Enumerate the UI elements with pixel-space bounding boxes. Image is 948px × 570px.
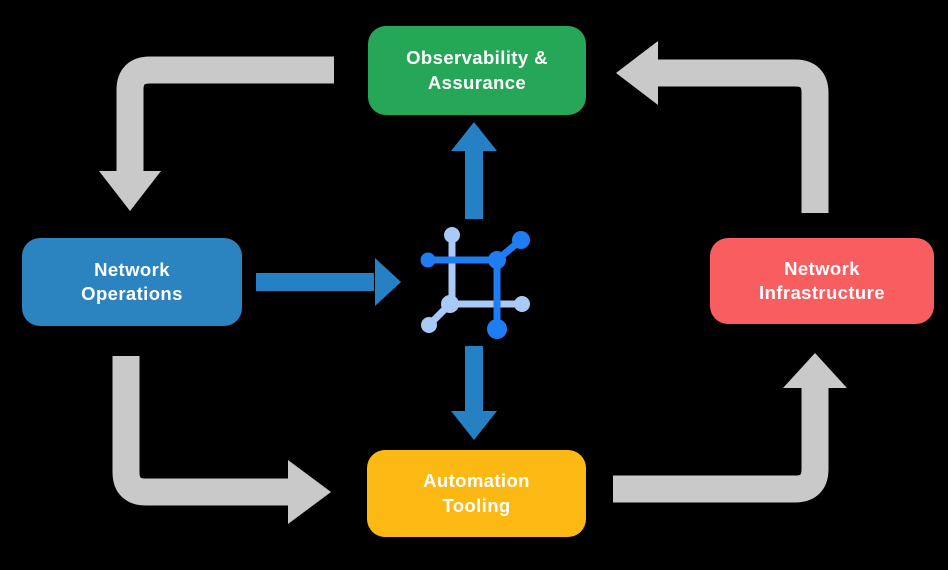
node-label-line: Tooling bbox=[442, 494, 511, 516]
node-network-infrastructure: Network Infrastructure bbox=[710, 238, 934, 324]
node-automation-tooling: Automation Tooling bbox=[367, 450, 586, 537]
arrowhead-center-to-observability bbox=[451, 122, 497, 151]
node-label-line: Automation bbox=[423, 470, 530, 492]
arrowhead-infrastructure-to-observability bbox=[616, 41, 658, 105]
arrow-automation-to-infrastructure bbox=[613, 388, 829, 503]
node-label-line: Observability & bbox=[406, 47, 548, 69]
mesh-bottomleft-corner bbox=[441, 295, 459, 313]
mesh-topright-node bbox=[512, 231, 530, 249]
arrow-infrastructure-to-observability bbox=[658, 59, 829, 213]
node-label-line: Network bbox=[94, 258, 170, 280]
node-label-line: Network bbox=[784, 257, 860, 279]
arrowhead-observability-to-operations bbox=[99, 171, 161, 211]
mesh-bottomleft-node bbox=[421, 317, 437, 333]
arrow-operations-to-automation bbox=[112, 356, 288, 506]
arrowhead-operations-to-center bbox=[375, 258, 401, 306]
arrowhead-center-to-automation bbox=[451, 411, 497, 440]
mesh-left-node bbox=[420, 252, 436, 268]
arrowhead-automation-to-infrastructure bbox=[783, 353, 847, 388]
mesh-topright-corner bbox=[488, 251, 506, 269]
mesh-right-node bbox=[514, 296, 530, 312]
node-observability-assurance: Observability & Assurance bbox=[368, 26, 586, 115]
node-label-line: Operations bbox=[81, 283, 183, 304]
node-network-operations: Network Operations bbox=[22, 238, 242, 326]
mesh-bottom-node bbox=[487, 319, 507, 339]
node-label-line: Infrastructure bbox=[759, 282, 885, 303]
arrowhead-operations-to-automation bbox=[288, 460, 331, 524]
mesh-top-node bbox=[444, 227, 460, 243]
arrow-observability-to-operations bbox=[116, 56, 334, 172]
node-label-line: Assurance bbox=[427, 71, 527, 93]
network-mesh-icon bbox=[420, 227, 530, 339]
